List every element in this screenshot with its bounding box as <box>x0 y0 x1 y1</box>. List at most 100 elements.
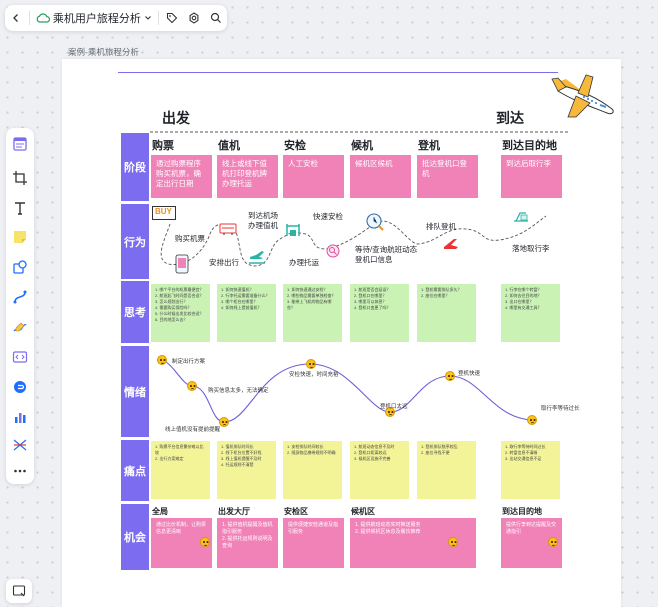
phase-title: 候机 <box>351 140 373 152</box>
more-icon <box>14 469 26 473</box>
phase-desc-note[interactable]: 通过购票程序购买机票，确定出行日期 <box>151 155 212 198</box>
phase-desc-note[interactable]: 线上或线下值机打印登机牌办理托运 <box>217 155 278 198</box>
sad-emoji-icon <box>527 415 537 425</box>
opportunity-area-title: 到达目的地 <box>502 507 542 516</box>
sticky-note-tool[interactable] <box>8 225 32 249</box>
search-button[interactable] <box>205 5 227 31</box>
row-label-emotion: 情绪 <box>121 346 149 437</box>
journey-dashed-line <box>150 131 570 133</box>
phase-desc-note[interactable]: 候机区候机 <box>350 155 411 198</box>
link-tool[interactable] <box>8 375 32 399</box>
sad-emoji-icon <box>219 417 229 427</box>
text-icon <box>15 202 25 215</box>
pain-note[interactable]: 1. 购票平台信息繁杂难以比较 2. 出行方案难定 <box>151 441 210 499</box>
pain-note[interactable]: 1. 安检排队时间较长 2. 随身物品携带规则不明确 <box>283 441 342 499</box>
code-embed-icon <box>12 351 28 363</box>
happy-emoji-icon <box>448 537 458 547</box>
opportunity-note[interactable]: 1. 提供值机提醒及值机指引服务 2. 提供托运规则说明及查询 <box>217 518 278 568</box>
emotion-label: 购买信息太多，无法确定 <box>208 388 269 394</box>
phase-title: 值机 <box>218 140 240 152</box>
pain-note[interactable]: 1. 取行李等待时间过长 2. 转盘信息不清晰 3. 出站交通信息不足 <box>501 441 560 499</box>
minimap-icon <box>12 585 26 597</box>
emotion-label: 登机口太远 <box>380 404 408 410</box>
end-label: 到达 <box>496 110 524 126</box>
row-label-stage: 阶段 <box>121 133 149 201</box>
mindmap-tool[interactable] <box>8 433 32 457</box>
connector-tool[interactable] <box>8 285 32 309</box>
phase-desc-note[interactable]: 到达后取行李 <box>501 155 562 198</box>
shape-tool[interactable] <box>8 255 32 279</box>
checkin-kiosk-icon <box>219 223 237 235</box>
more-tools-button[interactable] <box>8 459 32 483</box>
happy-emoji-icon <box>548 537 558 547</box>
security-gate-icon <box>286 224 300 236</box>
phase-desc-note[interactable]: 抵达登机口登机 <box>417 155 478 198</box>
pen-tool[interactable] <box>8 315 32 339</box>
back-button[interactable] <box>5 5 27 31</box>
settings-button[interactable] <box>183 5 205 31</box>
scan-icon <box>326 244 340 258</box>
sad-emoji-icon <box>187 381 197 391</box>
embed-tool[interactable] <box>8 345 32 369</box>
pain-note[interactable]: 1. 值机排队时间长 2. 线下柜台位置不好找 3. 线上值机提醒不及时 4. … <box>217 441 276 499</box>
pen-icon <box>13 322 27 332</box>
happy-emoji-icon <box>306 359 316 369</box>
action-flow-path <box>160 215 547 267</box>
buy-sign-icon: BUY <box>152 206 176 220</box>
phase-title: 安检 <box>284 140 306 152</box>
sad-emoji-icon <box>385 407 395 417</box>
template-icon <box>13 137 27 151</box>
baggage-claim-icon <box>514 212 528 222</box>
action-label: 排队登机 <box>426 222 456 231</box>
opportunity-note[interactable]: 提供便捷安检通道及指引服务 <box>283 518 344 568</box>
pain-note[interactable]: 1. 登机排队秩序较乱 2. 座位寻找不便 <box>417 441 476 499</box>
plane-icon <box>444 239 458 249</box>
happy-emoji-icon <box>445 371 455 381</box>
chevron-down-icon <box>145 16 151 20</box>
crop-icon <box>13 171 27 185</box>
journey-map-board[interactable]: 出发 到达 阶段 行为 思考 情绪 痛点 机会 购票 值机 安检 候机 登机 到… <box>62 59 621 607</box>
toolbar-divider <box>29 11 30 25</box>
tag-icon <box>166 12 178 24</box>
document-title: 乘机用户旅程分析 <box>52 13 141 25</box>
thinking-note[interactable]: 1. 航班是否会延误？ 2. 登机口在哪里？ 3. 哪里可以休息？ 4. 登机口… <box>350 284 409 342</box>
thinking-note[interactable]: 1. 行李在哪个转盘？ 2. 如何去往目的地？ 3. 出口在哪里？ 4. 哪里有… <box>501 284 560 342</box>
mindmap-icon <box>13 439 27 451</box>
action-label: 落地取行李 <box>512 244 550 253</box>
row-label-thinking: 思考 <box>121 281 149 343</box>
emotion-label: 制定出行方案 <box>172 359 206 365</box>
emotion-label: 取行李等待过长 <box>541 406 580 412</box>
phase-title: 登机 <box>418 140 440 152</box>
action-label: 办理托运 <box>289 258 319 267</box>
phase-desc-note[interactable]: 人工安检 <box>283 155 344 198</box>
document-title-dropdown[interactable]: 乘机用户旅程分析 <box>32 10 156 26</box>
top-toolbar: 乘机用户旅程分析 <box>5 5 227 31</box>
thinking-note[interactable]: 1. 哪个平台的机票最便宜？ 2. 航班起飞时间是否合适？ 3. 怎么规划出行？… <box>151 284 210 342</box>
text-tool[interactable] <box>8 196 32 220</box>
pain-note[interactable]: 1. 航班动态信息不及时 2. 登机口距离较远 3. 候机区设施不完善 <box>350 441 409 499</box>
phase-title: 购票 <box>152 140 174 152</box>
thinking-note[interactable]: 1. 如何快速通过安检？ 2. 哪些物品需要单独检查？ 3. 能带上飞机的物品有… <box>283 284 342 342</box>
gear-icon <box>189 12 199 24</box>
crop-tool[interactable] <box>8 166 32 190</box>
board-frame-title: 案例-乘机旅程分析 <box>68 47 139 57</box>
toolbar-divider <box>157 11 159 25</box>
search-icon <box>210 12 221 23</box>
tool-sidebar <box>6 128 34 484</box>
frame-tool[interactable] <box>8 132 32 156</box>
minimap-toggle-button[interactable] <box>6 579 32 603</box>
happy-emoji-icon <box>200 537 210 547</box>
opportunity-area-title: 出发大厅 <box>218 507 250 516</box>
chart-tool[interactable] <box>8 405 32 429</box>
emotion-label: 登机快速 <box>458 371 481 377</box>
connector-icon <box>13 290 27 304</box>
thinking-note[interactable]: 1. 如何快速值机？ 2. 行李托运需要准备什么？ 3. 哪个柜台在哪里？ 4.… <box>217 284 276 342</box>
opportunity-area-title: 全局 <box>152 507 168 516</box>
start-label: 出发 <box>162 110 190 126</box>
tag-button[interactable] <box>161 5 183 31</box>
departure-icon <box>249 251 265 264</box>
thinking-note[interactable]: 1. 登机需要排队多久？ 2. 座位在哪里？ <box>417 284 476 342</box>
opportunity-area-title: 安检区 <box>284 507 308 516</box>
action-label: 安排出行 <box>209 258 239 267</box>
action-label: 等待/查询航班动态 登机口信息 <box>355 245 418 264</box>
